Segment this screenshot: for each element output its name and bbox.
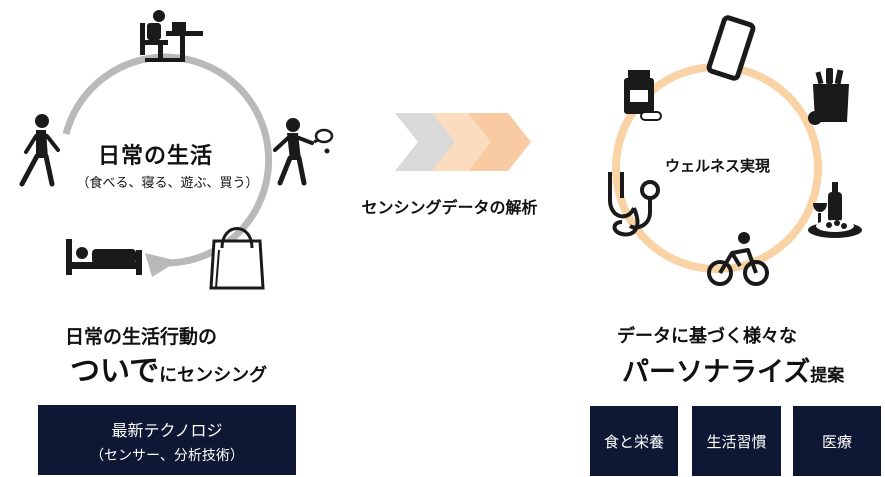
walking-person-icon — [19, 114, 60, 187]
daily-life-subtitle: （食べる、寝る、遊ぶ、買う） — [76, 176, 259, 191]
medicine-bottle-icon — [624, 70, 662, 121]
grocery-bag-icon — [808, 68, 849, 125]
left-caption-line2: ついでにセンシング — [70, 346, 267, 390]
right-caption-suffix: 提案 — [810, 366, 845, 386]
right-caption-line2: パーソナライズ提案 — [622, 350, 844, 389]
cycle-arrowhead — [145, 253, 178, 277]
left-caption-emphasis: ついで — [70, 354, 160, 389]
bed-icon — [66, 239, 142, 275]
desk-worker-icon — [140, 10, 203, 62]
daily-life-title: 日常の生活 — [97, 144, 213, 169]
stethoscope-icon — [608, 172, 660, 237]
shopping-bag-icon — [209, 227, 265, 290]
left-caption-suffix: にセンシング — [159, 365, 268, 386]
chevron-light-orange — [432, 113, 495, 171]
analysis-label: センシングデータの解析 — [361, 198, 538, 217]
left-caption-line1: 日常の生活行動の — [65, 326, 218, 348]
technology-box: 最新テクノロジ （センサー、分析技術） — [38, 405, 296, 475]
right-caption-line1: データに基づく様々な — [617, 326, 797, 347]
cyclist-icon — [707, 232, 769, 286]
technology-box-line2: （センサー、分析技術） — [90, 448, 244, 464]
analysis-chevrons — [395, 113, 531, 171]
proposal-medical-care: 医療 — [793, 406, 881, 476]
chevron-orange — [468, 113, 531, 171]
proposal-lifestyle-habits: 生活習慣 — [692, 406, 781, 476]
proposal-food-nutrition: 食と栄養 — [590, 406, 678, 476]
right-caption-emphasis: パーソナライズ — [622, 357, 811, 388]
chevron-gray — [395, 113, 458, 171]
technology-box-line1: 最新テクノロジ — [111, 421, 223, 440]
tennis-player-icon — [273, 118, 334, 186]
wine-meal-icon — [808, 182, 862, 238]
wellness-title: ウェルネス実現 — [664, 157, 770, 175]
smartphone-icon — [706, 15, 756, 81]
